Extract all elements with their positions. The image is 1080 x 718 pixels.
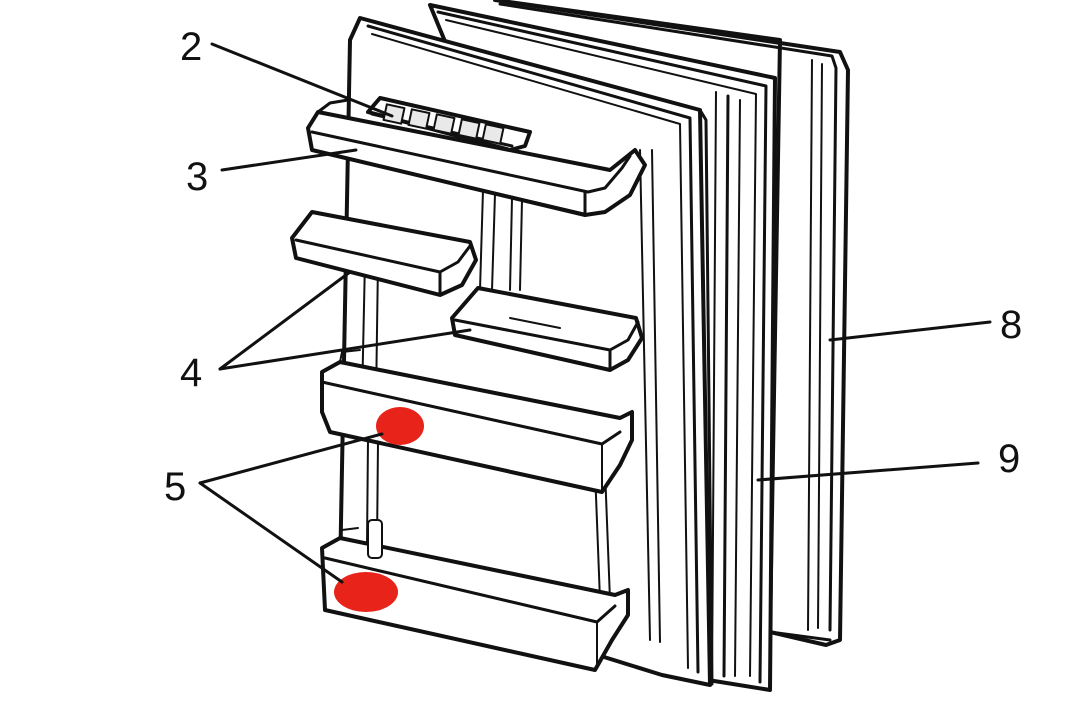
callout-5: 5 <box>164 465 186 509</box>
small-shelf-lower <box>450 286 644 372</box>
red-marker-lower <box>334 572 398 612</box>
highlight-markers <box>334 407 424 612</box>
small-shelf-upper <box>290 210 478 297</box>
callout-9: 9 <box>998 437 1020 481</box>
leader-3 <box>220 148 358 172</box>
callout-3: 3 <box>186 155 208 199</box>
leader-4b <box>218 328 472 371</box>
callout-labels: 2 3 4 5 8 9 <box>164 25 1022 509</box>
leader-9 <box>756 461 980 482</box>
callout-8: 8 <box>1000 303 1022 347</box>
leader-5a <box>198 432 384 485</box>
leader-8 <box>828 320 992 342</box>
leader-4a <box>218 270 352 371</box>
leader-lines <box>198 42 992 584</box>
outer-door-panel <box>493 0 850 647</box>
callout-2: 2 <box>180 25 202 69</box>
leader-2 <box>210 42 394 118</box>
red-marker-upper <box>376 407 424 445</box>
bottle-shelf-upper <box>320 349 634 494</box>
leader-5b <box>198 481 344 584</box>
bottle-shelf-lower <box>320 519 630 672</box>
top-shelf <box>306 98 647 217</box>
callout-4: 4 <box>180 351 202 395</box>
egg-tray <box>366 96 532 152</box>
